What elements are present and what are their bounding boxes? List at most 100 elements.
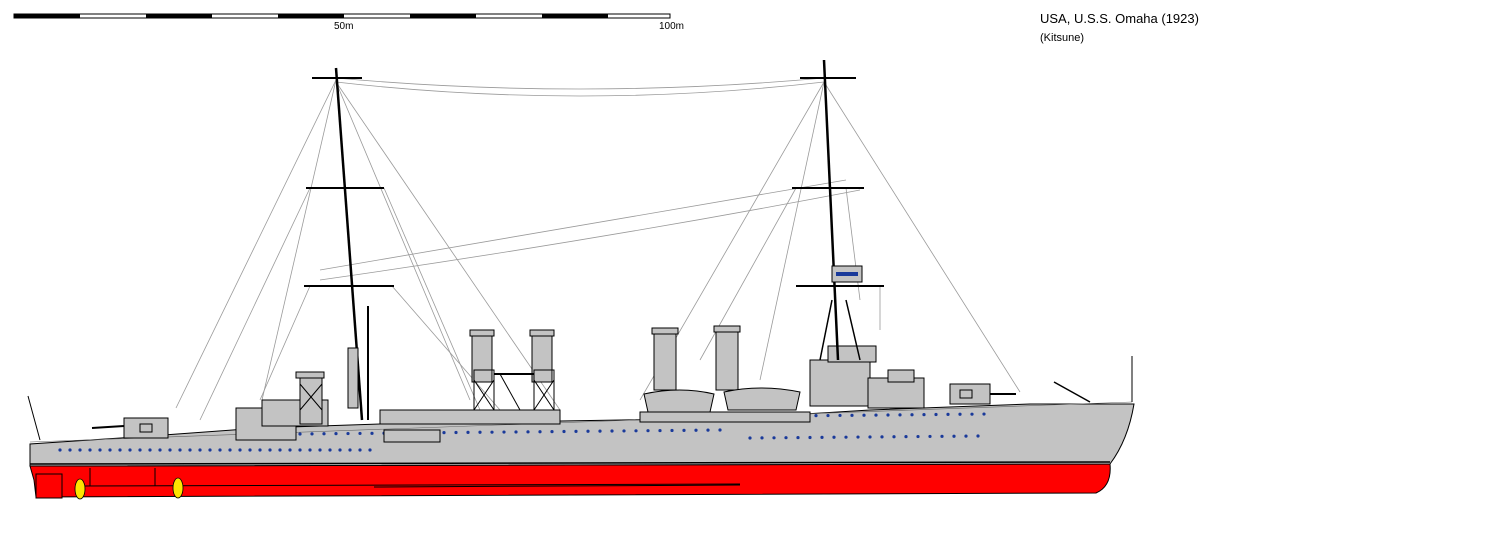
- scale-mid-label: 50m: [334, 21, 354, 32]
- casemate-aft: [383, 429, 441, 443]
- porthole: [442, 431, 446, 435]
- porthole: [370, 431, 374, 435]
- porthole: [168, 448, 172, 452]
- porthole: [784, 436, 788, 440]
- porthole: [574, 429, 578, 433]
- porthole: [910, 413, 914, 417]
- porthole: [694, 428, 698, 432]
- porthole: [622, 429, 626, 433]
- porthole: [808, 435, 812, 440]
- porthole: [826, 413, 830, 418]
- porthole: [958, 412, 962, 416]
- artist-credit: (Kitsune): [1040, 32, 1085, 44]
- rudder: [35, 473, 63, 499]
- porthole: [898, 413, 902, 417]
- porthole: [348, 448, 352, 452]
- porthole: [538, 430, 542, 434]
- porthole: [862, 413, 866, 417]
- porthole: [982, 412, 986, 416]
- porthole: [358, 448, 362, 452]
- porthole: [610, 429, 614, 433]
- porthole: [466, 430, 470, 434]
- mainmast: [304, 67, 394, 421]
- porthole: [814, 414, 818, 418]
- porthole: [148, 448, 152, 452]
- porthole: [598, 429, 602, 433]
- porthole: [964, 434, 968, 438]
- aft-gun-turret: [91, 417, 169, 439]
- rigging-lines: [175, 77, 1021, 421]
- porthole: [634, 429, 638, 433]
- porthole: [514, 430, 518, 434]
- midship-deckhouse: [379, 409, 561, 425]
- bow-crane: [1053, 381, 1091, 403]
- forward-gun-turret: [949, 383, 1016, 405]
- porthole: [138, 448, 142, 452]
- hull-upper-grey: [29, 403, 1135, 467]
- porthole: [832, 435, 836, 439]
- porthole: [358, 431, 362, 436]
- porthole: [308, 448, 312, 452]
- porthole: [706, 428, 710, 432]
- porthole: [298, 448, 302, 452]
- porthole: [526, 430, 530, 434]
- propeller-aft: [74, 478, 86, 500]
- porthole: [238, 448, 242, 452]
- porthole: [228, 448, 232, 452]
- porthole: [198, 448, 202, 452]
- porthole: [952, 434, 956, 438]
- porthole: [796, 435, 800, 440]
- porthole: [934, 412, 938, 417]
- foretop: [831, 265, 863, 283]
- porthole: [368, 448, 372, 452]
- porthole: [68, 448, 72, 452]
- porthole: [118, 448, 122, 452]
- porthole: [838, 413, 842, 418]
- funnel-gantry: [494, 373, 534, 411]
- porthole: [322, 432, 326, 436]
- porthole: [158, 448, 162, 452]
- porthole: [88, 448, 92, 452]
- porthole: [844, 435, 848, 439]
- porthole: [916, 434, 920, 439]
- porthole: [748, 436, 752, 440]
- porthole: [760, 436, 764, 440]
- porthole: [772, 436, 776, 440]
- scale-bar: [13, 13, 671, 19]
- porthole: [208, 448, 212, 452]
- porthole: [886, 413, 890, 417]
- bridge-superstructure: [809, 345, 925, 409]
- porthole: [922, 413, 926, 417]
- porthole: [328, 448, 332, 452]
- porthole: [904, 435, 908, 439]
- porthole: [218, 448, 222, 452]
- funnel-1: [469, 329, 495, 421]
- hull-waterline-red: [29, 463, 1111, 498]
- porthole: [128, 448, 132, 452]
- porthole: [970, 412, 974, 416]
- porthole: [850, 413, 854, 417]
- porthole: [454, 430, 458, 435]
- porthole: [248, 448, 252, 452]
- porthole: [940, 434, 944, 438]
- ship-title: USA, U.S.S. Omaha (1923): [1040, 11, 1199, 26]
- porthole: [502, 430, 506, 434]
- propeller-shafts: [79, 468, 741, 488]
- porthole: [258, 448, 262, 452]
- lifeboat-2: [723, 387, 801, 411]
- porthole: [658, 428, 662, 433]
- porthole: [880, 435, 884, 439]
- porthole: [976, 434, 980, 438]
- funnel-3: [651, 327, 679, 391]
- boat-deck: [639, 411, 811, 423]
- porthole: [718, 428, 722, 432]
- porthole: [278, 448, 282, 452]
- porthole: [188, 448, 192, 452]
- aft-superstructure: [235, 371, 329, 441]
- porthole: [874, 413, 878, 417]
- lifeboat-1: [643, 389, 715, 413]
- foremast: [792, 59, 884, 361]
- porthole: [338, 448, 342, 452]
- porthole: [562, 429, 566, 434]
